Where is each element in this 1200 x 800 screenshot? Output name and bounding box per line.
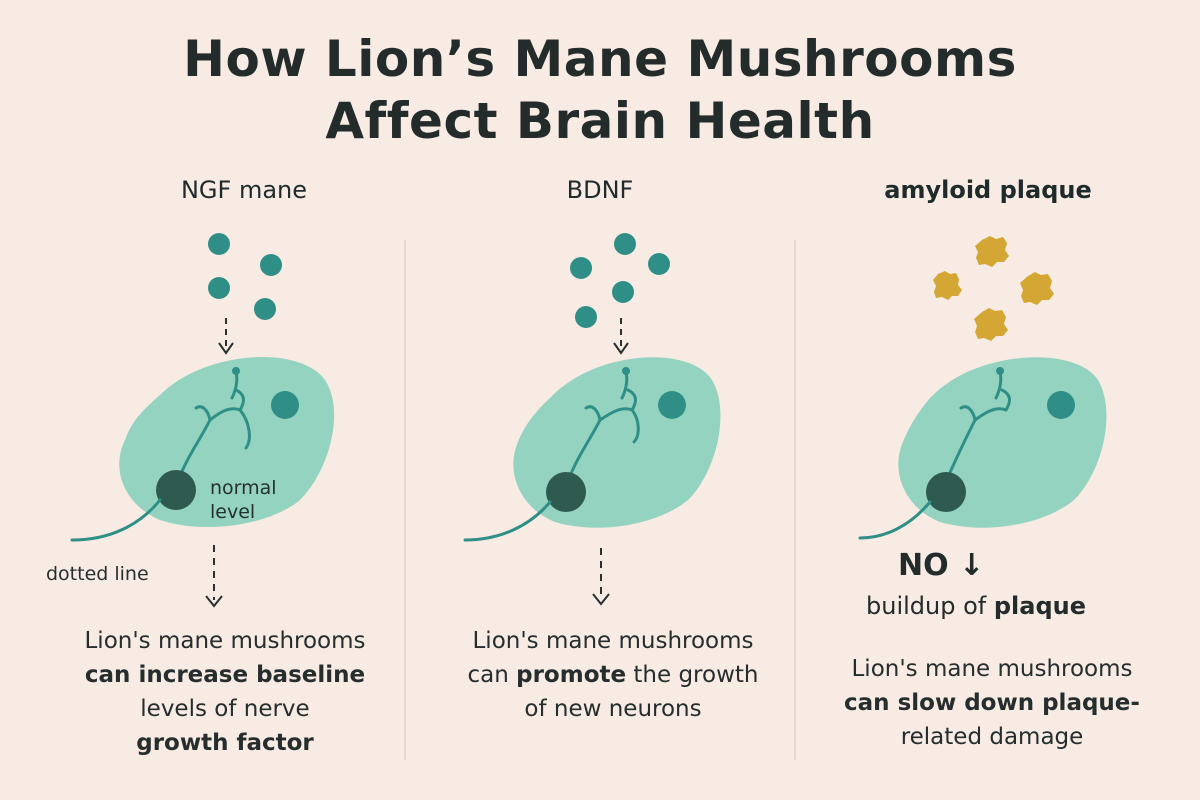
nucleus — [926, 472, 966, 512]
nucleus — [546, 472, 586, 512]
amyloid-caption-slow: can slow down plaque- — [844, 690, 1140, 716]
dendrite — [566, 370, 640, 484]
divider-right — [794, 240, 796, 760]
buildup-label: buildup of plaque — [866, 592, 1086, 620]
bdnf-caption-growth: the growth — [626, 662, 759, 688]
ngf-panel-illustration — [70, 233, 335, 608]
receptor-dot — [271, 391, 299, 419]
ngf-molecule — [254, 298, 276, 320]
plaque-cluster — [1020, 272, 1054, 305]
normal-level-label: normal level — [210, 476, 277, 524]
amyloid-caption-line-1: Lion's mane mushrooms — [851, 656, 1133, 682]
panel-heading-amyloid: amyloid plaque — [884, 176, 1092, 204]
receptor-dot — [658, 391, 686, 419]
bdnf-caption-promote: promote — [516, 662, 627, 688]
dashed-arrow-icon — [218, 318, 234, 355]
ngf-caption: Lion's mane mushrooms can increase basel… — [55, 624, 395, 760]
bdnf-caption-line-1: Lion's mane mushrooms — [472, 628, 754, 654]
dendrite-tip — [232, 367, 240, 375]
normal-label: normal — [210, 477, 277, 499]
dendrite-tip — [996, 367, 1004, 375]
ngf-molecule — [260, 254, 282, 276]
buildup-plaque: plaque — [993, 592, 1087, 620]
bdnf-caption-line-2: can promote the growth — [443, 658, 783, 692]
plaque-cluster — [933, 271, 962, 300]
neuron-cell-body — [513, 357, 721, 528]
panel-heading-bdnf: BDNF — [566, 176, 634, 204]
ngf-caption-line-4: growth factor — [55, 726, 395, 760]
no-decrease-label: NO ↓ — [898, 548, 985, 583]
plaque-cluster — [975, 236, 1009, 267]
dashed-arrow-icon — [613, 318, 629, 355]
plaque-cluster — [974, 308, 1008, 341]
nucleus — [156, 470, 196, 510]
bdnf-molecule — [612, 281, 634, 303]
level-label: level — [210, 501, 256, 523]
bdnf-caption-can: can — [467, 662, 517, 688]
ngf-caption-line-3: levels of nerve — [140, 696, 310, 722]
page-title: How Lion’s Mane Mushrooms Affect Brain H… — [0, 28, 1200, 152]
ngf-molecule — [208, 233, 230, 255]
buildup-text: buildup of — [866, 592, 994, 620]
bdnf-molecule — [570, 257, 592, 279]
bdnf-panel-illustration — [463, 233, 721, 606]
dendrite — [944, 370, 1011, 484]
bdnf-molecule — [614, 233, 636, 255]
ngf-caption-line-1: Lion's mane mushrooms — [84, 628, 366, 654]
dendrite — [176, 370, 251, 484]
axon — [70, 498, 162, 542]
panel-heading-ngf: NGF mane — [180, 176, 308, 204]
dashed-arrow-icon — [205, 545, 223, 608]
ngf-caption-growth: growth factor — [136, 730, 314, 756]
bdnf-caption-line-3: of new neurons — [524, 696, 702, 722]
ngf-caption-can: can — [84, 662, 139, 688]
bdnf-caption: Lion's mane mushrooms can promote the gr… — [443, 624, 783, 726]
divider-left — [404, 240, 406, 760]
title-line-1: How Lion’s Mane Mushrooms — [183, 30, 1017, 88]
axon — [463, 500, 552, 542]
amyloid-panel-illustration — [858, 236, 1107, 540]
bdnf-molecule — [648, 253, 670, 275]
amyloid-caption: Lion's mane mushrooms can slow down plaq… — [822, 652, 1162, 754]
ngf-caption-increase: increase baseline — [138, 662, 366, 688]
amyloid-caption-line-2: can slow down plaque- — [822, 686, 1162, 720]
bdnf-molecule — [575, 306, 597, 328]
dotted-line-label: dotted line — [46, 563, 149, 585]
title-line-2: Affect Brain Health — [325, 92, 875, 150]
ngf-molecule — [208, 277, 230, 299]
receptor-dot — [1047, 391, 1075, 419]
dashed-arrow-icon — [592, 548, 610, 606]
dendrite-tip — [622, 367, 630, 375]
axon — [858, 500, 932, 540]
amyloid-caption-line-3: related damage — [900, 724, 1084, 750]
ngf-caption-line-2: can increase baseline — [55, 658, 395, 692]
